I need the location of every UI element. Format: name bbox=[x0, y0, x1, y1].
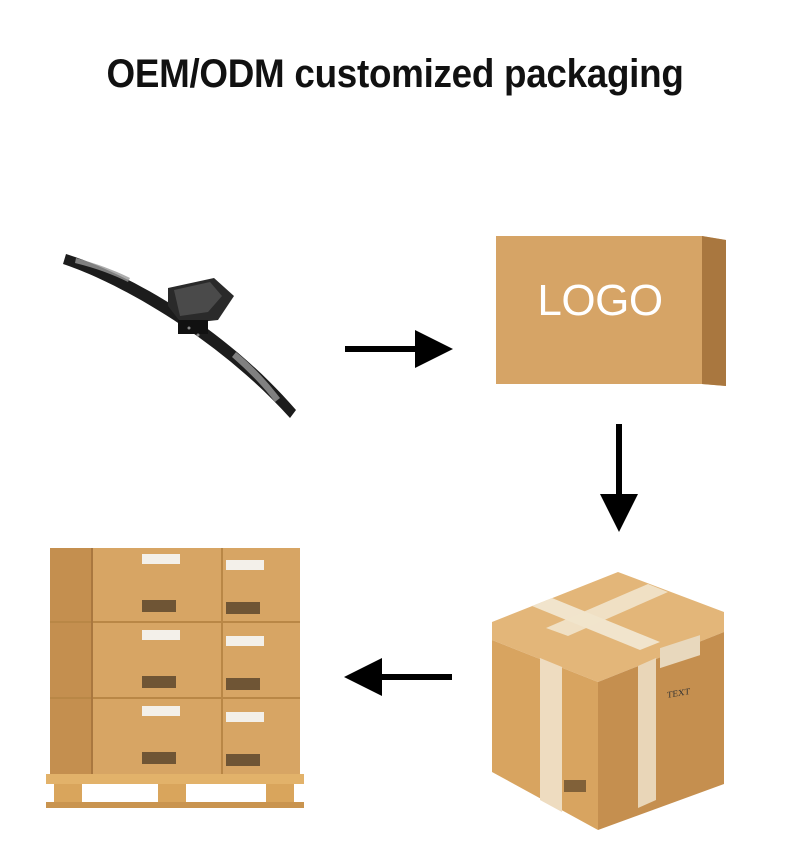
arrow-down-icon bbox=[598, 424, 640, 534]
logo-box-image bbox=[492, 232, 728, 392]
wiper-blade-image bbox=[58, 240, 308, 430]
arrow-right-icon bbox=[345, 328, 455, 370]
pallet-image bbox=[46, 540, 306, 810]
page-title: OEM/ODM customized packaging bbox=[106, 52, 684, 96]
logo-label: LOGO bbox=[537, 276, 663, 325]
arrow-left-icon bbox=[342, 656, 452, 698]
sealed-carton-image bbox=[488, 562, 728, 832]
